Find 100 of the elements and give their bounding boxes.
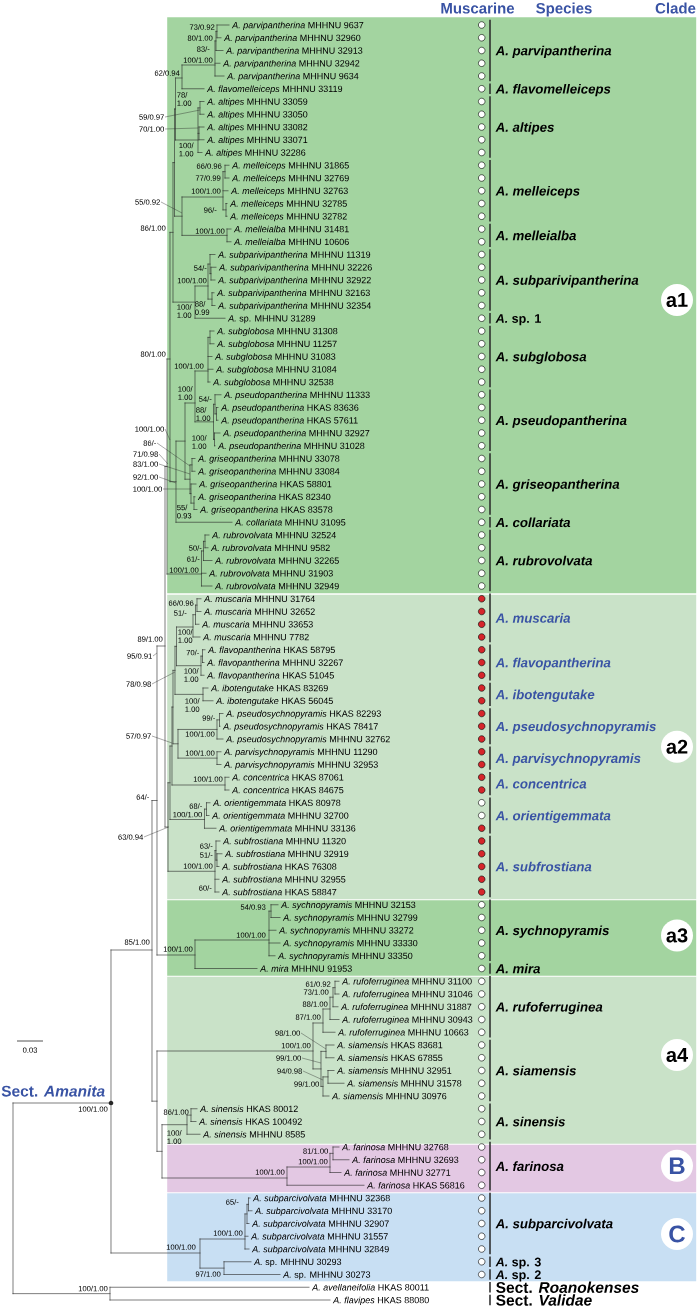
specimen-label: A. siamensis MHHNU 30976 <box>331 1092 447 1100</box>
specimen-label: A. parvipantherina MHHNU 9637 <box>231 21 364 31</box>
specimen-label: A. subparcivolvata MHHNU 31557 <box>250 1232 388 1242</box>
specimen-label: A. orientigemmata MHHNU 33136 <box>218 824 356 834</box>
species-name: A. concentrica <box>495 778 587 789</box>
specimen-label: A. subfrostiana MHHNU 32955 <box>221 875 346 883</box>
specimen-label: A. collariata MHHNU 31095 <box>234 518 346 526</box>
clade-label: a3 <box>661 919 693 952</box>
clade-label: B <box>661 1149 693 1182</box>
specimen-label: A. melleiceps MHHNU 32785 <box>229 200 347 209</box>
specimen-label: A. griseopantherina MHHNU 33084 <box>197 467 340 477</box>
specimen-label: A. sychnopyramis MHHNU 32799 <box>282 914 418 923</box>
specimen-label: A. subparivipantherina MHHNU 32922 <box>217 276 371 286</box>
specimen-label: A. parvisychnopyramis MHHNU 32953 <box>223 761 378 770</box>
species-name: A. griseopantherina <box>495 479 620 492</box>
species-name: A. subparcivolvata <box>495 1218 613 1231</box>
specimen-label: A. muscaria MHHNU 31764 <box>203 595 315 603</box>
specimen-label: A. griseopantherina HKAS 82340 <box>197 493 331 502</box>
specimen-label: A. subparcivolvata MHHNU 32849 <box>251 1245 389 1255</box>
species-name: A. melleiceps <box>495 185 580 199</box>
specimen-label: A. pseudopantherina MHHNU 11333 <box>223 391 370 400</box>
species-name: A. mira <box>495 963 541 974</box>
specimen-label: A. concentrica HKAS 87061 <box>231 773 344 781</box>
specimen-label: A. flavopantherina HKAS 51045 <box>206 671 334 681</box>
specimen-label: A. rufoferruginea MHHNU 30943 <box>341 1016 473 1025</box>
leader-line <box>156 442 191 467</box>
specimen-label: A. subglobosa MHHNU 11257 <box>216 340 337 349</box>
specimen-label: A. pseudosychnopyramis HKAS 78417 <box>222 722 378 732</box>
species-name: A. parvisychnopyramis <box>495 753 641 766</box>
specimen-label: A. mira MHHNU 91953 <box>259 965 352 972</box>
specimen-label: A. parvipantherina MHHNU 32913 <box>225 47 363 56</box>
specimen-label: A. concentrica HKAS 84675 <box>231 786 344 794</box>
leader-line <box>162 488 192 490</box>
specimen-label: A. sychnopyramis MHHNU 33330 <box>282 939 418 949</box>
specimen-label: A. rufoferruginea MHHNU 31046 <box>341 990 473 1000</box>
section-label: Sect. Amanita <box>1 1085 105 1097</box>
specimen-label: A. altipes MHHNU 33050 <box>206 110 308 120</box>
specimen-label: A. sp. MHHNU 31289 <box>227 315 316 324</box>
specimen-label: A. altipes MHHNU 33059 <box>206 98 308 107</box>
species-name: A. sinensis <box>495 1116 565 1127</box>
species-name: A. collariata <box>495 517 571 528</box>
specimen-label: A. farinosa MHHNU 32768 <box>341 1143 449 1151</box>
specimen-label: A. melleiceps MHHNU 32769 <box>231 174 349 184</box>
specimen-label: A. rubrovolvata MHHNU 9582 <box>210 544 330 552</box>
specimen-label: A. pseudopantherina MHHNU 31028 <box>217 442 365 451</box>
clade-label: a2 <box>661 730 693 763</box>
specimen-label: A. ibotengutake HKAS 83269 <box>210 684 328 694</box>
leader-line <box>158 453 169 465</box>
specimen-label: A. ibotengutake HKAS 56045 <box>215 697 333 706</box>
clade-label: a4 <box>661 1039 693 1071</box>
specimen-label: A. farinosa MHHNU 32693 <box>351 1156 459 1164</box>
specimen-label: A. siamensis MHHNU 31578 <box>346 1079 462 1087</box>
specimen-label: A. subfrostiana HKAS 76308 <box>221 863 337 870</box>
species-name: A. rufoferruginea <box>495 1001 603 1015</box>
specimen-label: A. flavopantherina HKAS 58795 <box>207 646 335 655</box>
leader-line <box>158 476 177 484</box>
specimen-label: A. farinosa MHHNU 32771 <box>343 1169 451 1176</box>
specimen-label: A. subglobosa MHHNU 32538 <box>212 378 334 388</box>
leader-line <box>143 826 169 838</box>
species-name: A. siamensis <box>495 1065 576 1076</box>
species-name: A. sp. 3 <box>495 1257 541 1269</box>
specimen-label: A. orientigemmata HKAS 80978 <box>212 799 341 808</box>
specimen-label: A. muscaria MHHNU 32652 <box>203 608 315 615</box>
species-name: A. altipes <box>495 122 554 135</box>
specimen-label: A. sychnopyramis MHHNU 32153 <box>280 901 416 910</box>
species-name: A. melleialba <box>495 230 576 241</box>
specimen-label: A. altipes MHHNU 33082 <box>206 123 308 133</box>
species-name: A. orientigemmata <box>495 810 611 823</box>
specimen-label: A. muscaria MHHNU 7782 <box>202 633 309 641</box>
specimen-label: A. pseudopantherina MHHNU 32927 <box>222 429 370 439</box>
specimen-label: A. melleiceps MHHNU 32782 <box>229 212 347 222</box>
leader-line <box>164 109 201 118</box>
specimen-label: A. farinosa HKAS 56816 <box>366 1181 465 1189</box>
clade-label: C <box>661 1218 693 1250</box>
species-name: A. sychnopyramis <box>495 925 609 938</box>
specimen-label: A. subfrostiana MHHNU 32919 <box>224 850 349 858</box>
specimen-label: A. subglobosa MHHNU 31308 <box>216 327 338 337</box>
specimen-label: A. subfrostiana HKAS 58847 <box>221 888 337 896</box>
leader-line <box>160 201 183 214</box>
species-name: A. subparivipantherina <box>495 275 639 288</box>
leader-line <box>301 1057 322 1064</box>
specimen-label: A. rubrovolvata MHHNU 31903 <box>208 569 333 577</box>
specimen-label: A. subfrostiana MHHNU 11320 <box>222 837 346 845</box>
leader-line <box>302 1070 324 1081</box>
species-name: A. sp. 1 <box>495 314 541 326</box>
leader-line <box>164 428 171 441</box>
specimen-label: A. melleialba MHHNU 10606 <box>233 238 349 246</box>
specimen-label: A. flavomelleiceps MHHNU 33119 <box>206 85 343 94</box>
specimen-label: A. subparivipantherina MHHNU 32163 <box>216 289 370 298</box>
specimen-label: A. pseudopantherina HKAS 57611 <box>220 416 358 426</box>
specimen-label: A. rubrovolvata MHHNU 32265 <box>214 557 339 564</box>
species-name: A. parvipantherina <box>495 45 612 58</box>
leader-line <box>151 735 173 744</box>
specimen-label: A. pseudopantherina HKAS 83636 <box>220 404 359 413</box>
specimen-label: A. subparivipantherina MHHNU 11319 <box>217 251 371 260</box>
specimen-label: A. griseopantherina HKAS 83578 <box>199 506 333 515</box>
leader-line <box>158 463 191 475</box>
specimen-label: A. melleiceps MHHNU 32763 <box>230 187 348 196</box>
specimen-label: A. pseudosychnopyramis MHHNU 32762 <box>225 735 390 745</box>
specimen-label: A. orientigemmata MHHNU 32700 <box>211 812 349 821</box>
